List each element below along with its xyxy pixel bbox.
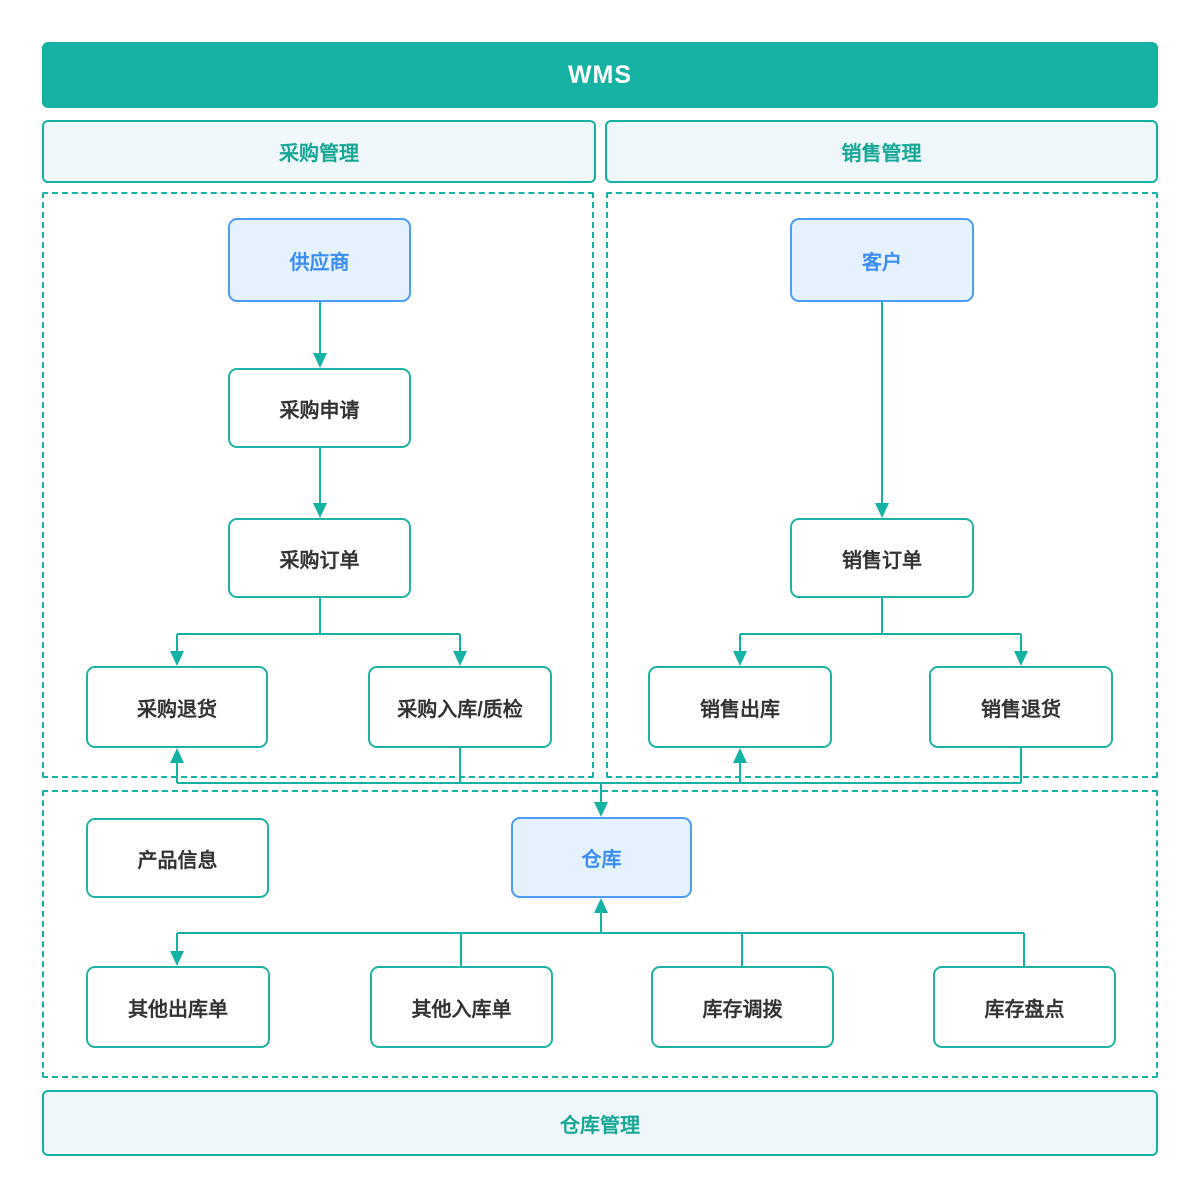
node-customer-label: 客户 bbox=[862, 251, 902, 274]
node-purchase-order-label: 采购订单 bbox=[279, 549, 360, 572]
node-purchase-return-label: 采购退货 bbox=[137, 698, 217, 721]
section-header-sales: 销售管理 bbox=[605, 120, 1158, 183]
node-other-outbound: 其他出库单 bbox=[86, 966, 270, 1048]
edge-purchase-request-to-purchase-order bbox=[313, 448, 327, 518]
node-purchase-order: 采购订单 bbox=[228, 518, 411, 598]
node-supplier-label: 供应商 bbox=[289, 251, 350, 274]
node-sales-outbound-label: 销售出库 bbox=[700, 698, 780, 721]
node-inventory-count-label: 库存盘点 bbox=[984, 998, 1065, 1021]
wms-title: WMS bbox=[567, 60, 633, 89]
node-product-info: 产品信息 bbox=[86, 818, 269, 898]
edge-purchase-order-branch bbox=[170, 598, 467, 666]
node-inventory-transfer-label: 库存调拨 bbox=[702, 998, 783, 1021]
section-label-warehouse: 仓库管理 bbox=[560, 1114, 640, 1137]
section-header-purchase: 采购管理 bbox=[42, 120, 596, 183]
wms-title-bar: WMS bbox=[42, 42, 1158, 108]
node-customer: 客户 bbox=[790, 218, 974, 302]
section-header-warehouse: 仓库管理 bbox=[42, 1090, 1158, 1156]
section-label-sales: 销售管理 bbox=[841, 143, 922, 165]
node-product-info-label: 产品信息 bbox=[137, 849, 218, 872]
node-purchase-return: 采购退货 bbox=[86, 666, 268, 748]
node-supplier: 供应商 bbox=[228, 218, 411, 302]
section-label-purchase: 采购管理 bbox=[279, 143, 359, 165]
node-warehouse: 仓库 bbox=[511, 817, 692, 898]
node-inventory-count: 库存盘点 bbox=[933, 966, 1116, 1048]
node-sales-order: 销售订单 bbox=[790, 518, 974, 598]
edge-supplier-to-purchase-request bbox=[313, 302, 327, 368]
node-inventory-transfer: 库存调拨 bbox=[651, 966, 834, 1048]
node-sales-return: 销售退货 bbox=[929, 666, 1113, 748]
node-other-inbound: 其他入库单 bbox=[370, 966, 553, 1048]
edge-warehouse-lower-bus bbox=[170, 898, 1025, 966]
node-sales-order-label: 销售订单 bbox=[842, 549, 922, 572]
node-purchase-request: 采购申请 bbox=[228, 368, 411, 448]
node-purchase-inbound-qc: 采购入库/质检 bbox=[368, 666, 552, 748]
node-sales-return-label: 销售退货 bbox=[981, 698, 1061, 721]
node-warehouse-label: 仓库 bbox=[581, 849, 622, 871]
node-other-outbound-label: 其他出库单 bbox=[128, 998, 228, 1021]
node-purchase-inbound-qc-label: 采购入库/质检 bbox=[397, 698, 523, 721]
edge-customer-to-sales-order bbox=[875, 302, 889, 518]
sales-panel bbox=[606, 192, 1158, 778]
edge-sales-order-branch bbox=[733, 598, 1028, 666]
edge-warehouse-upper-bus bbox=[170, 748, 1022, 817]
node-sales-outbound: 销售出库 bbox=[648, 666, 832, 748]
purchase-panel bbox=[42, 192, 594, 778]
node-other-inbound-label: 其他入库单 bbox=[411, 998, 512, 1021]
node-purchase-request-label: 采购申请 bbox=[279, 399, 360, 422]
